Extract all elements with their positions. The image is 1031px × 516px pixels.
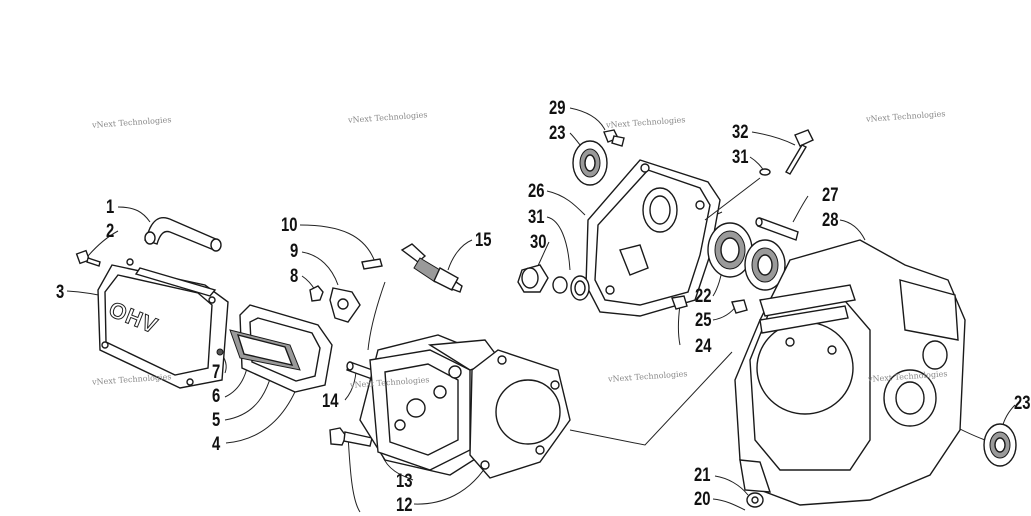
callout-23: 23 <box>1014 393 1031 414</box>
callout-12: 12 <box>396 495 413 516</box>
callout-9: 9 <box>290 241 299 262</box>
spark-plug <box>400 243 463 293</box>
callout-4: 4 <box>212 434 221 455</box>
callout-20: 20 <box>694 489 711 510</box>
callout-27: 27 <box>822 185 839 206</box>
head-gasket <box>469 349 571 479</box>
crankcase-cover <box>585 159 721 317</box>
cover-gasket <box>229 304 333 393</box>
cover-bolt <box>75 249 101 267</box>
callout-10: 10 <box>281 215 298 236</box>
callout-8: 8 <box>290 266 299 287</box>
callout-23: 23 <box>549 123 566 144</box>
callout-31: 31 <box>732 147 749 168</box>
oil-dipstick <box>704 129 814 221</box>
cylinder-head-hardware <box>309 258 383 323</box>
callout-22: 22 <box>695 286 712 307</box>
callout-13: 13 <box>396 471 413 492</box>
callout-15: 15 <box>475 230 492 251</box>
callout-31: 31 <box>528 207 545 228</box>
drain-plug <box>517 264 590 301</box>
callout-25: 25 <box>695 310 712 331</box>
oil-seal-and-screw <box>572 129 625 186</box>
right-oil-seal <box>983 423 1017 467</box>
cylinder-head <box>359 334 506 476</box>
dowel-pins <box>671 295 748 314</box>
crankcase-block <box>734 239 966 506</box>
callout-14: 14 <box>322 391 339 412</box>
crank-bearings <box>707 222 786 291</box>
callout-29: 29 <box>549 98 566 119</box>
callout-30: 30 <box>530 232 547 253</box>
callout-6: 6 <box>212 386 221 407</box>
callout-5: 5 <box>212 410 221 431</box>
head-bolt <box>329 427 373 447</box>
callout-24: 24 <box>695 336 712 357</box>
callout-3: 3 <box>56 282 65 303</box>
callout-1: 1 <box>106 197 115 218</box>
valve-cover <box>97 258 229 389</box>
washer <box>746 492 764 508</box>
small-pin <box>216 348 224 356</box>
stud-bolt <box>346 361 379 381</box>
balancer-shaft <box>755 217 799 241</box>
callout-28: 28 <box>822 210 839 231</box>
callout-2: 2 <box>106 221 115 242</box>
callout-21: 21 <box>694 465 711 486</box>
callout-7: 7 <box>212 362 221 383</box>
callout-32: 32 <box>732 122 749 143</box>
breather-hose <box>144 216 222 252</box>
callout-26: 26 <box>528 181 545 202</box>
